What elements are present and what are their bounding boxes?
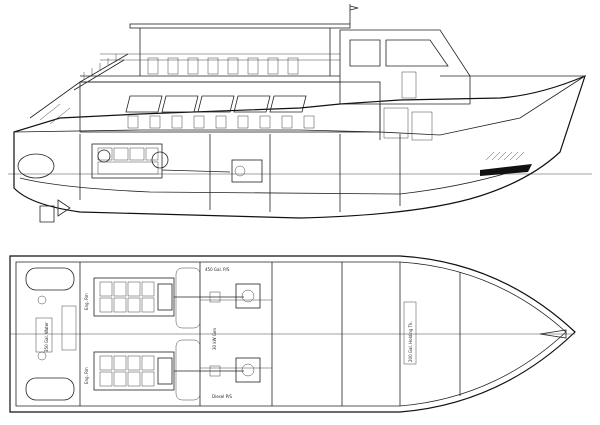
label-generator: 30 kW Gen	[212, 328, 217, 350]
canopy	[129, 23, 351, 29]
bow-hatching	[485, 151, 525, 161]
engine-starboard	[93, 339, 201, 401]
engine-port	[93, 267, 201, 329]
cabin-seats	[127, 115, 315, 129]
holding-tank	[403, 301, 417, 365]
main-cabin	[79, 81, 381, 133]
label-water: 350 Gal. Water	[44, 322, 49, 352]
hull-profile	[13, 74, 586, 219]
helm-seat	[401, 71, 417, 99]
frame-lines	[79, 262, 461, 406]
aft-tanks	[25, 267, 77, 401]
rudder	[39, 205, 55, 223]
profile-view	[8, 4, 592, 223]
label-engine-room-port: Eng. Rm	[84, 293, 89, 310]
water-tank	[35, 317, 53, 353]
label-fuel-aft: Diesel P/S	[212, 394, 232, 399]
label-fuel-fwd: 450 Gal. P/S	[205, 267, 230, 272]
wheelhouse-window-2	[385, 39, 449, 67]
wheelhouse-window-1	[349, 39, 381, 67]
rub-strip	[480, 164, 532, 176]
bow-tip	[539, 329, 567, 339]
flag	[349, 5, 359, 11]
upper-deck-seats	[147, 57, 299, 75]
label-engine-room-stbd: Eng. Rm	[84, 367, 89, 384]
wheelhouse	[339, 29, 471, 105]
plan-view: 450 Gal. P/S Diesel P/S 30 kW Gen 350 Ga…	[9, 255, 576, 413]
propeller	[57, 199, 71, 217]
cabin-windows	[125, 95, 307, 113]
engine-room-profile	[17, 134, 401, 212]
hull-plan	[9, 255, 576, 413]
aft-stairs	[29, 53, 129, 125]
shafting-generators	[200, 283, 261, 383]
chine-line	[19, 165, 531, 195]
deck-line	[13, 75, 586, 136]
label-holding: 200 Gal. Holding Tk.	[408, 321, 413, 362]
